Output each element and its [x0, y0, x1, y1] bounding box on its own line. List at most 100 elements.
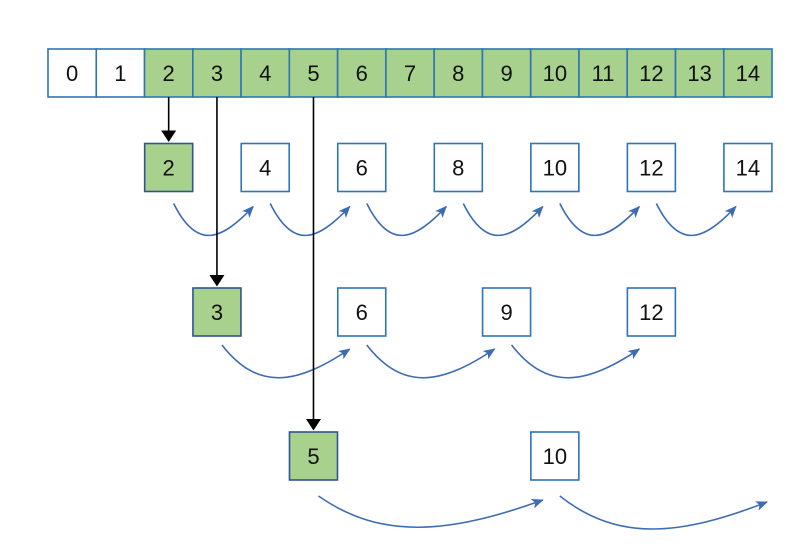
- multiple-box: [530, 142, 580, 193]
- multiple-box-4-of-2: 4: [240, 142, 291, 193]
- array-cell-8: 8: [433, 48, 484, 98]
- multiple-box-label: 4: [259, 156, 271, 181]
- array-cell-box: [433, 48, 484, 98]
- multiple-box-label: 6: [356, 300, 368, 325]
- array-cell-label: 10: [543, 61, 567, 86]
- multiple-box-12-of-2: 12: [626, 142, 677, 193]
- array-cell-box: [288, 48, 339, 98]
- array-cell-label: 14: [736, 61, 760, 86]
- multiple-box-label: 10: [543, 444, 567, 469]
- array-cell-11: 11: [578, 48, 629, 98]
- array-cell-13: 13: [674, 48, 725, 98]
- multiple-box-14-of-2: 14: [723, 142, 773, 193]
- multiple-box-9-of-3: 9: [481, 287, 532, 337]
- arc-6-to-9: [366, 344, 496, 379]
- sieve-row-of-3: 3 6 9 12: [192, 287, 677, 337]
- arc-10-to-12: [559, 203, 641, 237]
- multiple-box: [433, 142, 484, 193]
- array-cell-label: 4: [259, 61, 271, 86]
- down-arrow-to-5: [305, 97, 321, 431]
- array-cell-box: [95, 48, 146, 98]
- array-cell-9: 9: [481, 48, 532, 98]
- multiple-box: [723, 142, 773, 193]
- multiple-box: [530, 431, 580, 481]
- array-cell-box: [240, 48, 291, 98]
- multiple-box-label: 6: [356, 156, 368, 181]
- array-cell-0: 0: [47, 48, 98, 98]
- arc-4-to-6: [269, 203, 351, 237]
- multiple-box-label: 9: [500, 300, 512, 325]
- multiple-box-3-of-3: 3: [192, 287, 242, 337]
- arc-10-to-offscreen: [559, 495, 768, 530]
- array-cell-label: 8: [452, 61, 464, 86]
- sieve-rows-layer: 2 4 6 8 10 12 14 3 6 9 12 5 10: [143, 142, 773, 481]
- array-cell-10: 10: [529, 48, 580, 98]
- multiple-box-6-of-2: 6: [336, 142, 387, 193]
- arc-3-to-6: [221, 344, 351, 379]
- array-cell-label: 13: [687, 61, 711, 86]
- array-cell-box: [47, 48, 98, 98]
- array-cell-1: 1: [95, 48, 146, 98]
- array-cell-label: 3: [211, 61, 223, 86]
- array-cell-box: [626, 48, 677, 98]
- array-cell-3: 3: [192, 48, 242, 98]
- sieve-row-of-5: 5 10: [288, 431, 580, 481]
- multiple-box-2-of-2: 2: [143, 142, 194, 193]
- multiple-box-label: 12: [639, 300, 663, 325]
- arc-12-to-14: [655, 203, 737, 237]
- array-cell-box: [578, 48, 629, 98]
- multiple-box: [626, 142, 677, 193]
- down-arrow-head-icon: [161, 130, 177, 142]
- prime-arrows-layer: [161, 97, 321, 431]
- multiple-box: [626, 287, 677, 337]
- down-arrow-to-2: [161, 97, 177, 142]
- sieve-row-of-2: 2 4 6 8 10 12 14: [143, 142, 773, 193]
- array-cell-label: 11: [592, 61, 615, 86]
- down-arrow-head-icon: [305, 419, 321, 431]
- array-cell-label: 6: [356, 61, 368, 86]
- multiple-box: [192, 287, 242, 337]
- multiple-box-label: 3: [211, 300, 223, 325]
- array-cell-label: 2: [163, 61, 175, 86]
- array-cell-box: [722, 48, 773, 98]
- multiple-box: [240, 142, 291, 193]
- multiple-box-6-of-3: 6: [336, 287, 387, 337]
- arc-2-to-4: [172, 203, 254, 237]
- arc-8-to-10: [462, 203, 544, 237]
- array-cell-12: 12: [626, 48, 677, 98]
- array-cell-6: 6: [336, 48, 387, 98]
- multiple-box: [481, 287, 532, 337]
- array-cell-label: 9: [500, 61, 512, 86]
- down-arrow-to-3: [209, 97, 225, 287]
- multiple-box: [288, 431, 339, 481]
- array-cell-label: 12: [639, 61, 663, 86]
- multiple-box: [143, 142, 194, 193]
- array-cell-14: 14: [722, 48, 773, 98]
- arc-6-to-8: [366, 203, 447, 237]
- array-cell-box: [385, 48, 435, 98]
- array-cell-box: [336, 48, 387, 98]
- multiple-box: [336, 287, 387, 337]
- multiple-box-10-of-5: 10: [530, 431, 580, 481]
- multiple-box-label: 2: [163, 156, 175, 181]
- array-cell-box: [481, 48, 532, 98]
- array-cell-label: 1: [114, 61, 126, 86]
- multiple-box-5-of-5: 5: [288, 431, 339, 481]
- multiple-box-label: 10: [543, 156, 567, 181]
- multiple-box: [336, 142, 387, 193]
- array-cell-label: 0: [66, 61, 78, 86]
- array-cell-5: 5: [288, 48, 339, 98]
- arc-5-to-10: [318, 495, 544, 529]
- array-cell-4: 4: [240, 48, 291, 98]
- array-cell-7: 7: [385, 48, 435, 98]
- multiple-box-10-of-2: 10: [530, 142, 580, 193]
- multiple-box-label: 5: [307, 444, 319, 469]
- array-cell-2: 2: [143, 48, 194, 98]
- arc-9-to-12: [510, 344, 641, 379]
- multiple-box-label: 8: [452, 156, 464, 181]
- multiples-arcs-layer: [172, 203, 768, 530]
- multiple-box-8-of-2: 8: [433, 142, 484, 193]
- multiple-box-12-of-3: 12: [626, 287, 677, 337]
